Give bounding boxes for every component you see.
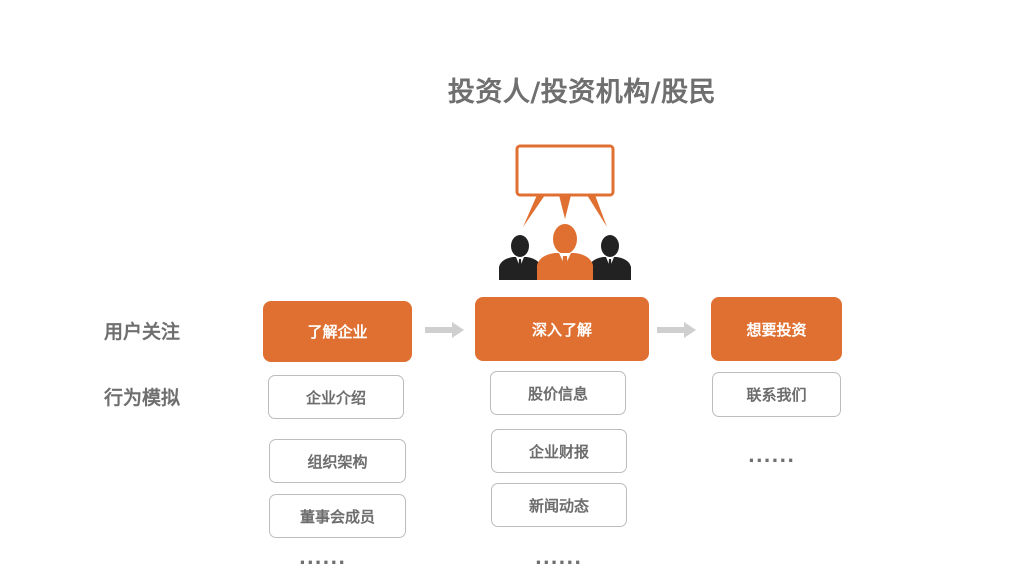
behavior-box-news: 新闻动态 xyxy=(491,483,627,527)
stage-box-understand-company: 了解企业 xyxy=(263,301,412,362)
stage-box-want-to-invest: 想要投资 xyxy=(711,297,842,361)
behavior-box-stock-price: 股价信息 xyxy=(490,371,626,415)
more-dots-stage-3: ...... xyxy=(748,446,796,467)
row-label-behavior: 行为模拟 xyxy=(104,387,181,409)
diagram-title: 投资人/投资机构/股民 xyxy=(447,77,717,108)
row-label-focus: 用户关注 xyxy=(104,321,181,343)
behavior-box-board-members: 董事会成员 xyxy=(269,494,406,538)
behavior-box-org-structure: 组织架构 xyxy=(269,439,406,483)
behavior-box-contact-us: 联系我们 xyxy=(712,372,841,417)
behavior-box-company-intro: 企业介绍 xyxy=(268,375,404,419)
arrow-right-icon xyxy=(425,322,464,338)
stage-box-deep-understanding: 深入了解 xyxy=(475,297,649,361)
more-dots-stage-1: ...... xyxy=(299,548,347,569)
arrow-right-icon xyxy=(657,322,696,338)
investors-speech-bubble-icon xyxy=(499,144,631,280)
behavior-box-financial-report: 企业财报 xyxy=(491,429,627,473)
more-dots-stage-2: ...... xyxy=(535,548,583,569)
